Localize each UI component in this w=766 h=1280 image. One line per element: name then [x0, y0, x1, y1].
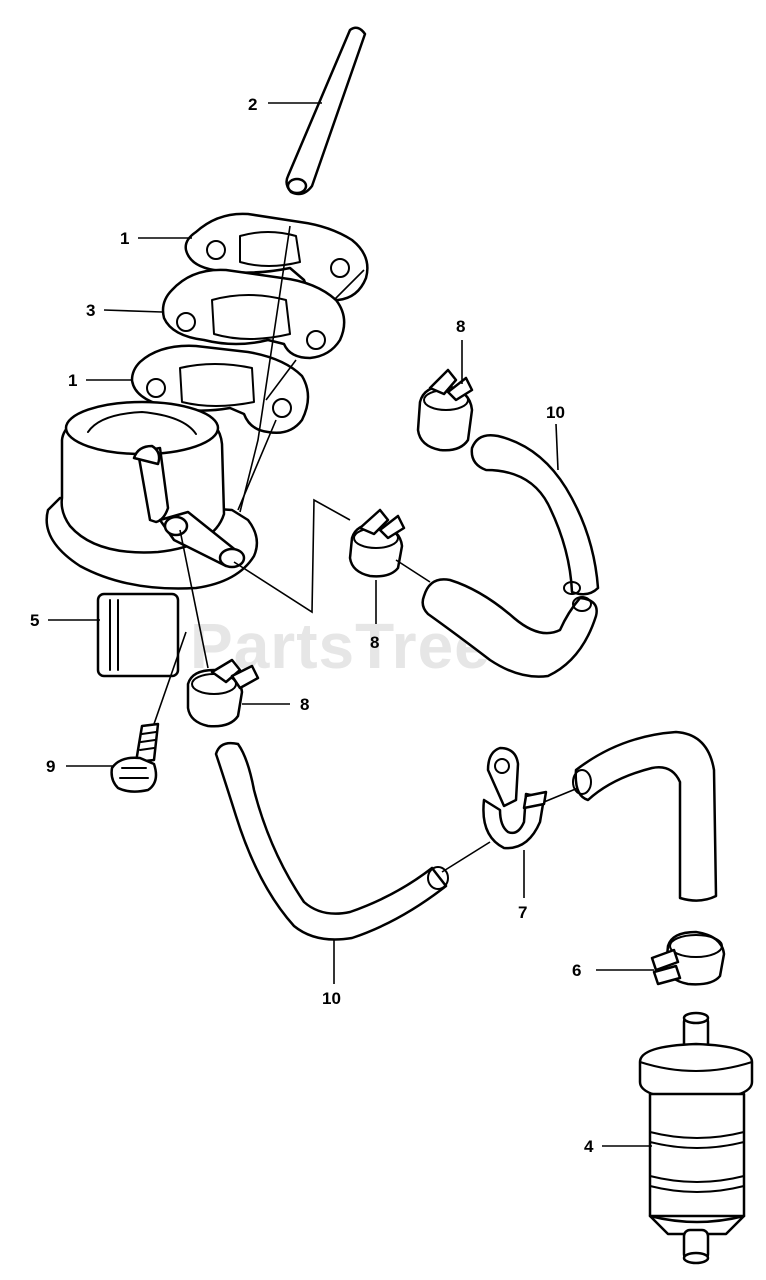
part-4-fuel-filter[interactable] — [638, 1011, 754, 1265]
callout-1-bottom: 1 — [68, 371, 77, 390]
callout-10-right: 10 — [546, 403, 565, 422]
callout-1-top: 1 — [120, 229, 129, 248]
part-2-pipe[interactable] — [285, 26, 367, 196]
callout-5: 5 — [30, 611, 39, 630]
part-1-gasket-bottom[interactable] — [130, 344, 310, 434]
part-8-clip-middle[interactable] — [348, 508, 406, 578]
part-9-bolt[interactable] — [110, 722, 160, 793]
callout-4: 4 — [584, 1137, 594, 1156]
callout-7: 7 — [518, 903, 527, 922]
callout-leaders — [48, 102, 654, 1147]
callout-8-top: 8 — [456, 317, 465, 336]
part-8-clip-top[interactable] — [416, 368, 474, 452]
part-7-bracket[interactable] — [482, 746, 548, 850]
callout-6: 6 — [572, 961, 581, 980]
callout-3: 3 — [86, 301, 95, 320]
callout-8-middle: 8 — [370, 633, 379, 652]
assembly-lines — [153, 225, 579, 873]
part-10-hose-bottom[interactable] — [214, 741, 449, 941]
part-3-spacer[interactable] — [161, 268, 346, 360]
callout-10-bottom: 10 — [322, 989, 341, 1008]
callout-2: 2 — [248, 95, 257, 114]
part-5-fuel-pump[interactable] — [45, 400, 259, 678]
callout-9: 9 — [46, 757, 55, 776]
part-8-clip-left[interactable] — [186, 658, 260, 728]
callout-8-left: 8 — [300, 695, 309, 714]
part-6-clip[interactable] — [650, 930, 726, 986]
hose-lower-right[interactable] — [572, 730, 718, 902]
callout-labels: 2 1 3 1 8 10 8 5 8 9 7 10 6 4 — [30, 95, 594, 1156]
part-1-gasket-top[interactable] — [184, 212, 369, 302]
part-10-hose-upper[interactable] — [421, 434, 600, 678]
